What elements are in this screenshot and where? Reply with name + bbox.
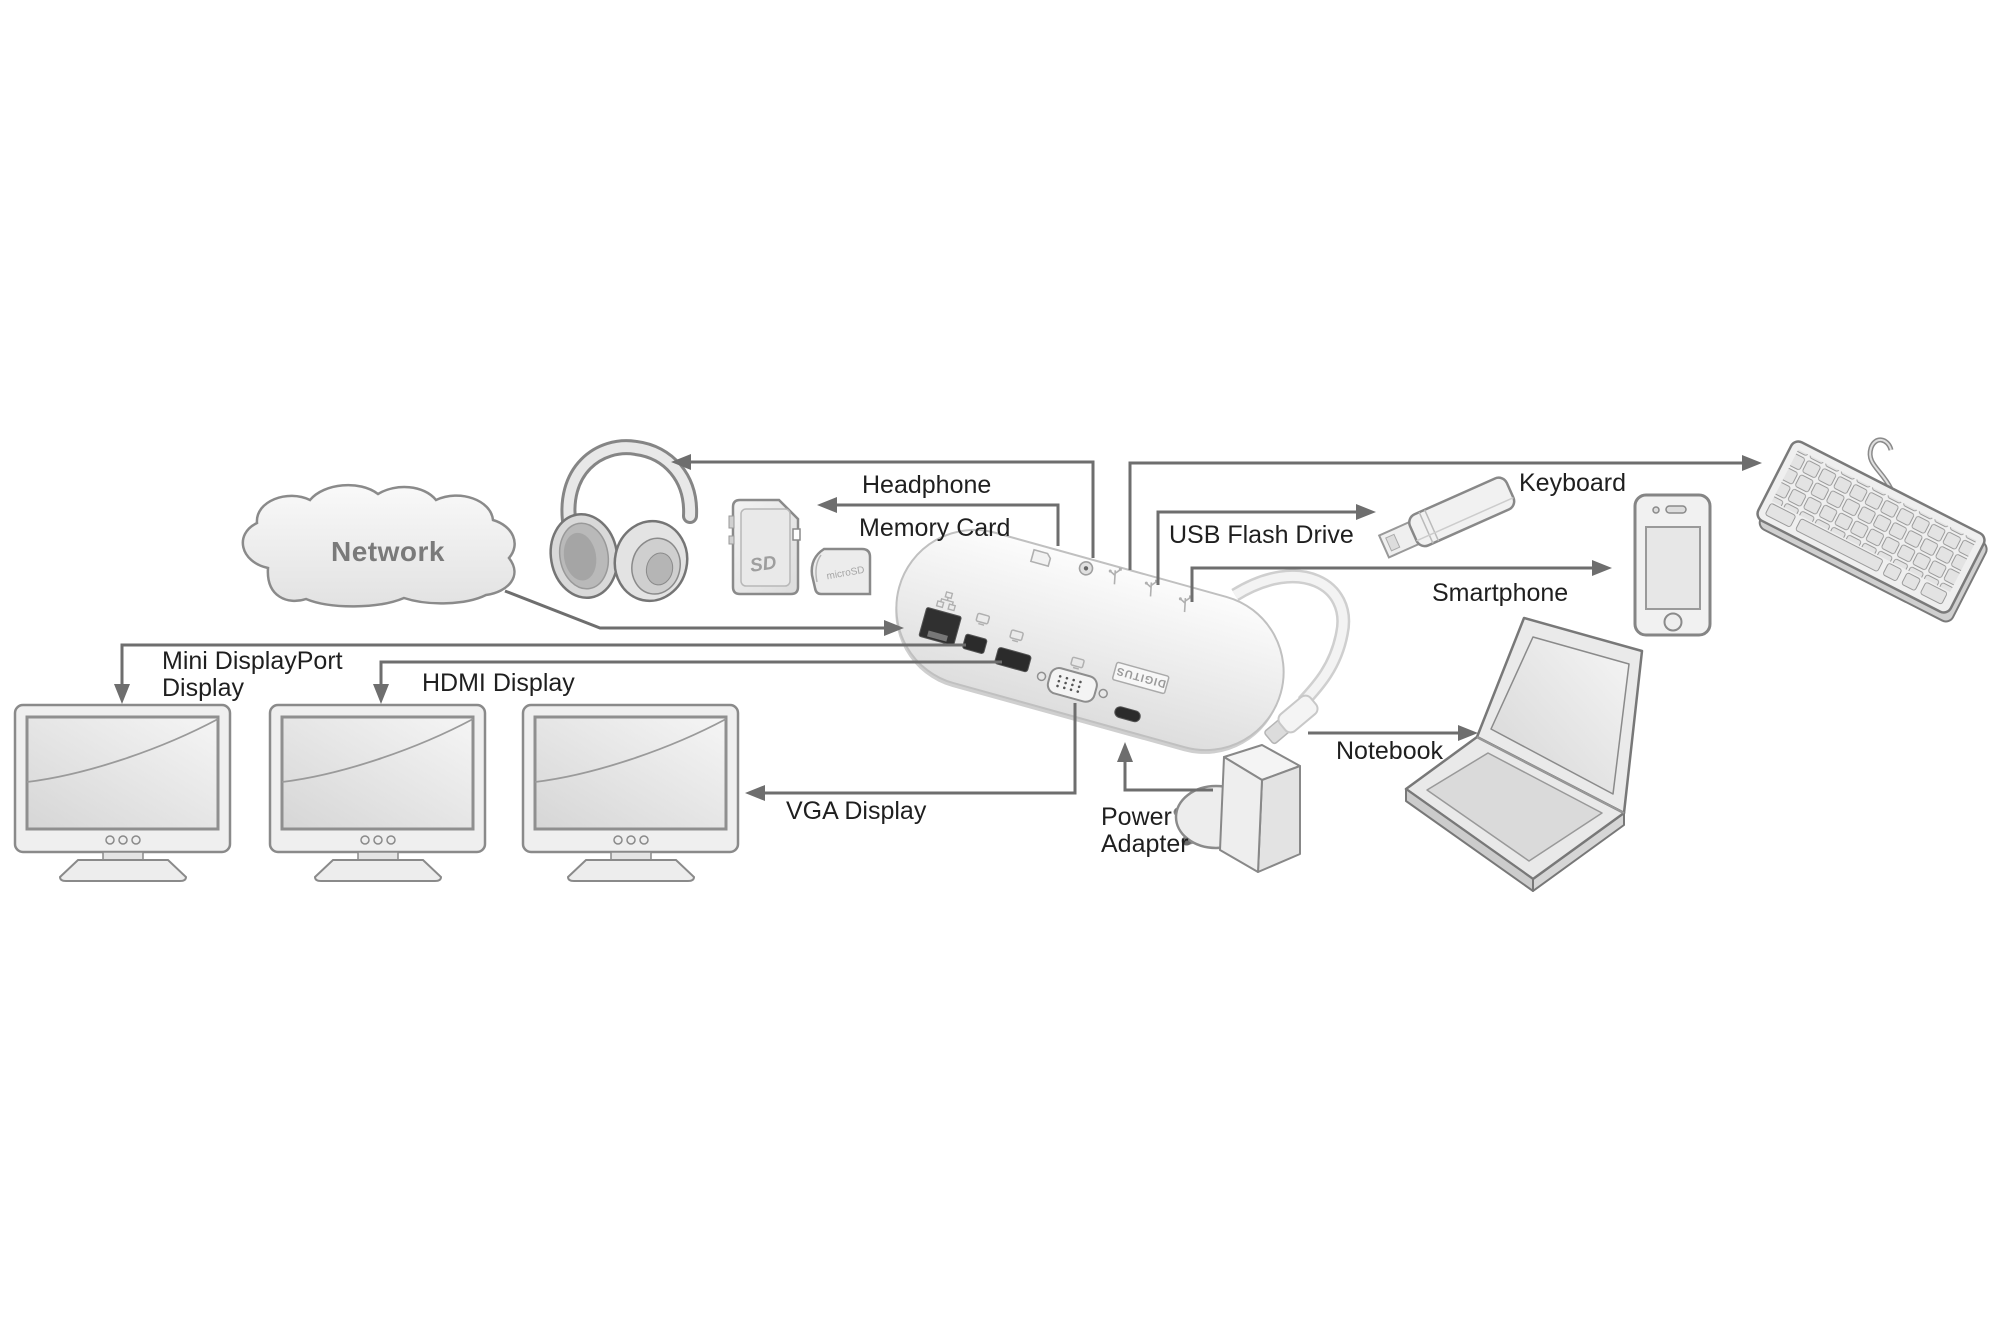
label-mini-displayport-line1: Mini DisplayPort xyxy=(162,647,343,675)
connector-mini-displayport xyxy=(114,643,966,704)
phone-camera-dot xyxy=(1652,506,1660,514)
label-power-adapter: Power Adapter xyxy=(1101,804,1189,858)
label-hdmi-display: HDMI Display xyxy=(422,669,575,697)
label-notebook: Notebook xyxy=(1336,737,1444,765)
label-power-adapter-line2: Adapter xyxy=(1101,830,1189,858)
usb-c-cable xyxy=(1231,569,1351,707)
label-usb-flash-drive: USB Flash Drive xyxy=(1169,521,1354,549)
audio-jack-icon xyxy=(1078,561,1094,576)
connector-power-adapter xyxy=(1117,742,1213,792)
connector-keyboard xyxy=(1128,455,1762,570)
power-adapter-illustration xyxy=(1173,744,1301,873)
sd-card-logo: SD xyxy=(749,552,778,577)
label-mini-displayport-display: Mini DisplayPort Display xyxy=(162,648,343,702)
usb-c-connector xyxy=(1264,694,1319,745)
label-headphone: Headphone xyxy=(862,471,992,499)
keyboard-illustration xyxy=(1756,437,1988,623)
headphones-illustration xyxy=(549,439,699,603)
label-vga-display: VGA Display xyxy=(786,797,927,825)
connector-network xyxy=(504,589,904,636)
docking-station-illustration: DIGITUS xyxy=(895,528,1285,754)
network-cloud xyxy=(241,483,516,608)
monitor-mini-displayport xyxy=(13,703,232,882)
smartphone-illustration xyxy=(1633,493,1712,637)
label-network: Network xyxy=(331,536,445,567)
micro-sd-card-illustration: microSD xyxy=(810,547,872,596)
connector-headphone xyxy=(671,454,1095,558)
phone-home-button xyxy=(1663,612,1683,632)
notebook-illustration xyxy=(1404,616,1644,892)
connector-memory-card xyxy=(817,497,1060,546)
connector-vga xyxy=(745,703,1077,801)
usb-c-power-port xyxy=(1114,706,1141,723)
vga-port xyxy=(1036,667,1108,703)
monitor-hdmi xyxy=(268,703,487,882)
label-mini-displayport-line2: Display xyxy=(162,674,244,702)
phone-speaker xyxy=(1665,505,1687,514)
monitor-vga xyxy=(521,703,740,882)
usb-flash-drive-illustration xyxy=(1377,476,1516,559)
connector-smartphone xyxy=(1190,560,1612,602)
hdmi-port xyxy=(994,647,1032,673)
mini-displayport-port xyxy=(962,633,988,654)
connector-notebook xyxy=(1308,725,1478,741)
label-keyboard: Keyboard xyxy=(1519,469,1627,497)
label-power-adapter-line1: Power xyxy=(1101,803,1172,831)
connector-usb-flash-drive xyxy=(1156,504,1376,585)
sd-card-illustration: SD xyxy=(728,498,801,596)
label-memory-card: Memory Card xyxy=(859,514,1011,542)
label-smartphone: Smartphone xyxy=(1432,579,1569,607)
connector-lines xyxy=(114,454,1762,801)
connector-hdmi xyxy=(373,660,1002,704)
